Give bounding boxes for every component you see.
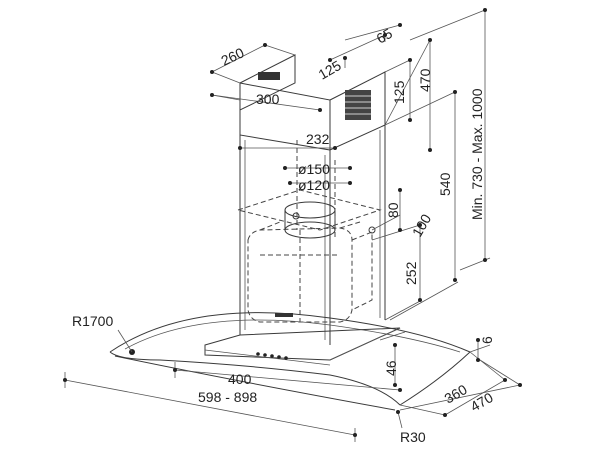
dim-470-depth: 470 (468, 389, 496, 415)
dim-125-vertical: 125 (391, 80, 407, 104)
dim-65: 65 (374, 25, 396, 47)
dim-232: 232 (306, 131, 330, 147)
dim-80: 80 (385, 202, 401, 218)
dim-598-898: 598 - 898 (198, 389, 257, 405)
dim-100: 100 (409, 211, 435, 239)
dim-252: 252 (403, 261, 419, 285)
upper-chimney (239, 54, 386, 151)
dim-d150: ø150 (298, 161, 330, 177)
dim-r1700: R1700 (72, 313, 113, 329)
dim-400: 400 (228, 371, 252, 387)
dim-540: 540 (437, 172, 453, 196)
dim-height-range: Min. 730 - Max. 1000 (469, 88, 485, 220)
dim-470-top: 470 (417, 68, 433, 92)
lower-chimney (239, 125, 386, 345)
dim-6: 6 (479, 336, 495, 344)
dimension-lines (64, 9, 521, 442)
glass-rear-edge (109, 312, 471, 353)
dimension-dots (63, 8, 522, 437)
control-buttons (256, 313, 293, 360)
dim-r30: R30 (400, 429, 426, 445)
chimney-vent-grille (258, 72, 371, 120)
dim-46: 46 (383, 360, 399, 376)
dim-300: 300 (256, 91, 280, 107)
motor-housing-hidden (236, 189, 382, 323)
dim-260: 260 (219, 44, 247, 68)
dim-125-top: 125 (316, 57, 344, 83)
brand-logo (275, 313, 293, 317)
dim-d120: ø120 (298, 177, 330, 193)
hood-canopy (109, 312, 471, 411)
glass-front-curve (109, 351, 401, 406)
